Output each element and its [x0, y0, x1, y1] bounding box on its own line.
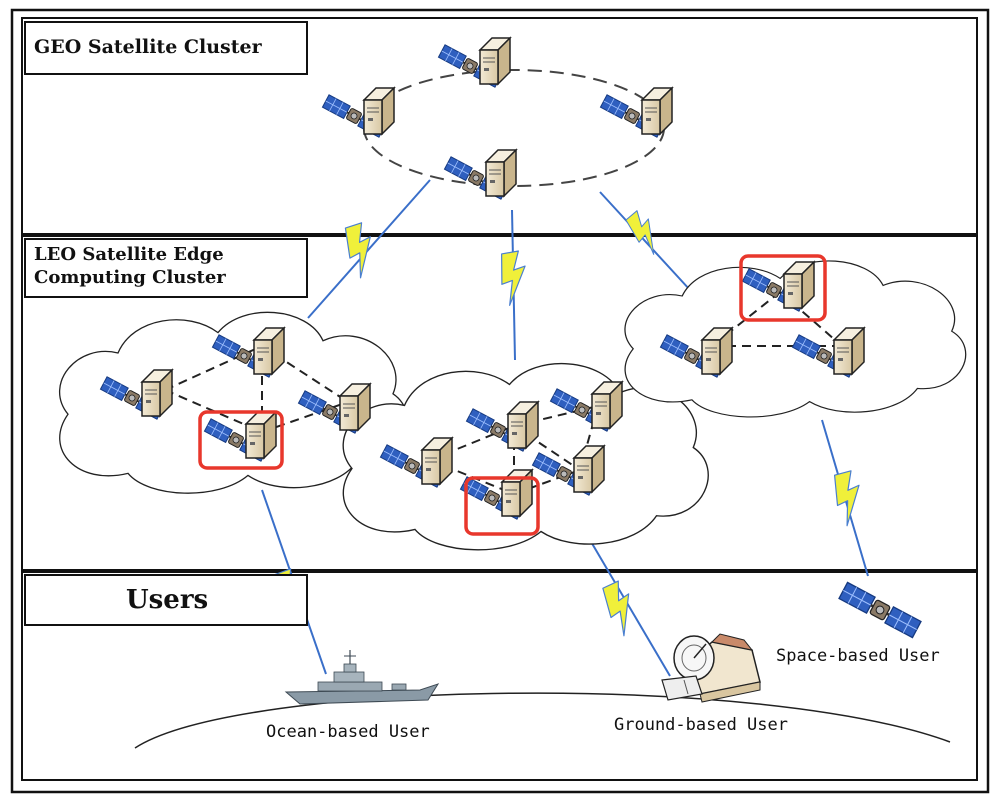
ground-station-icon	[661, 633, 761, 703]
users-layer-title: Users	[24, 574, 308, 626]
edge-node-highlight	[198, 410, 284, 470]
lightning-icon	[597, 578, 645, 639]
geo-satellites	[322, 38, 672, 199]
lightning-icon	[622, 208, 669, 258]
earth-surface	[134, 692, 951, 749]
users-layer-title-text: Users	[126, 584, 209, 615]
space-user-label: Space-based User	[776, 646, 940, 666]
geo-layer-title: GEO Satellite Cluster	[24, 21, 308, 75]
ground-user-label: Ground-based User	[614, 715, 788, 735]
ocean-user-label: Ocean-based User	[266, 722, 430, 742]
inner-frame	[21, 17, 978, 781]
edge-node-highlight	[739, 254, 827, 322]
geo-layer-title-text: GEO Satellite Cluster	[34, 36, 262, 59]
leo-cluster-middle	[380, 382, 622, 536]
lightning-icon	[340, 220, 383, 280]
leo-layer-title: LEO Satellite Edge Computing Cluster	[24, 238, 308, 298]
leo-cluster-right	[660, 254, 864, 377]
leo-cluster-left	[100, 328, 370, 470]
ship-icon	[284, 650, 440, 705]
edge-node-highlight	[464, 476, 540, 536]
outer-frame	[10, 8, 990, 794]
geo-satellite-bottom	[444, 150, 516, 199]
leo-layer-title-line1: LEO Satellite Edge	[34, 244, 224, 265]
geo-satellite-left	[322, 88, 394, 137]
space-user-satellite-icon	[839, 582, 921, 637]
geo-satellite-top	[438, 38, 510, 87]
leo-layer-title-line2: Computing Cluster	[34, 266, 226, 288]
lightning-icon	[829, 469, 869, 528]
